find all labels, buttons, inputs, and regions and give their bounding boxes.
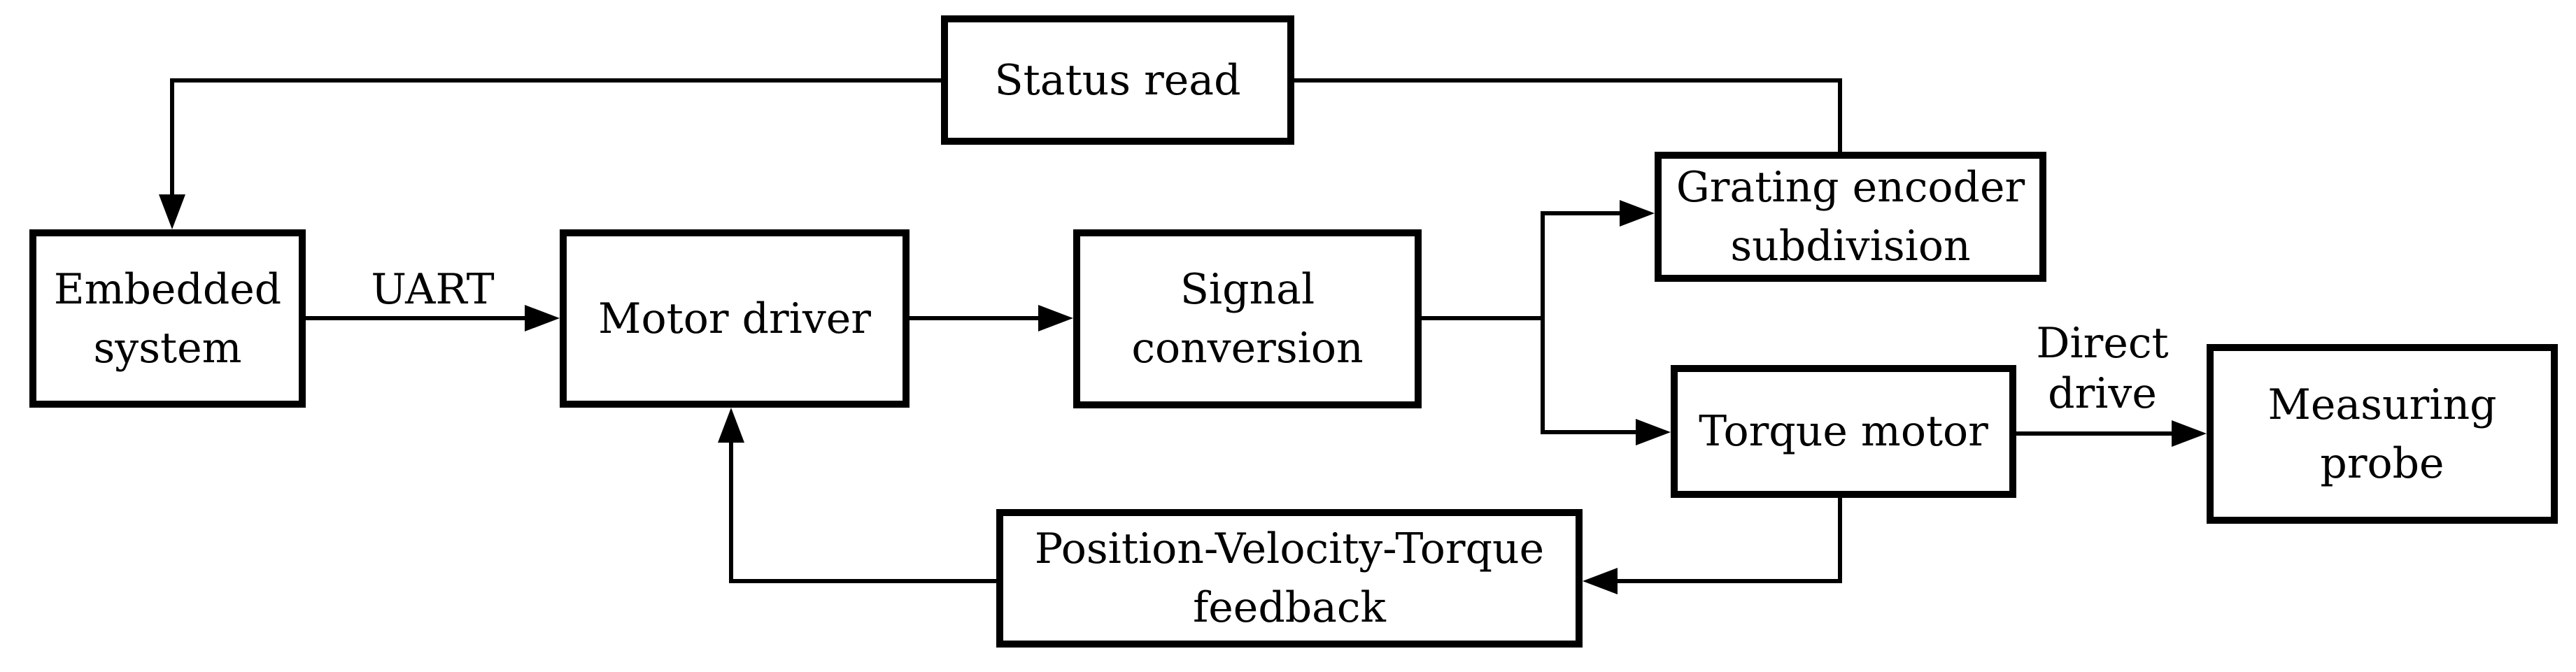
edge-status-to-embedded — [159, 78, 943, 229]
edge-embedded-to-motor — [304, 305, 560, 331]
node-position-velocity-torque-feedback-label: Position-Velocity-Torque feedback — [1034, 524, 1545, 632]
node-motor-driver: Motor driver — [560, 229, 910, 408]
node-embedded-system: Embedded system — [29, 229, 306, 408]
node-signal-conversion: Signal conversion — [1073, 229, 1422, 408]
arrowhead-right-signal — [1038, 305, 1073, 331]
arrowhead-right-measuring — [2172, 420, 2207, 447]
node-embedded-system-label: Embedded system — [53, 264, 282, 373]
node-grating-encoder-subdivision-label: Grating encoder subdivision — [1676, 163, 2025, 271]
arrowhead-down-embedded — [159, 194, 185, 229]
node-measuring-probe-label: Measuring probe — [2267, 380, 2497, 488]
edge-label-direct-drive: Direct drive — [2036, 319, 2169, 418]
edge-feedback-to-motor — [718, 408, 998, 583]
node-signal-conversion-label: Signal conversion — [1131, 265, 1364, 373]
node-measuring-probe: Measuring probe — [2207, 344, 2558, 524]
edge-signal-to-torque — [1541, 316, 1671, 445]
node-grating-encoder-subdivision: Grating encoder subdivision — [1655, 152, 2046, 282]
arrowhead-left-feedback — [1583, 568, 1618, 594]
edge-label-uart: UART — [371, 265, 495, 314]
edge-grating-to-status — [1292, 78, 1842, 154]
edge-signal-to-grating — [1420, 200, 1655, 320]
node-status-read-label: Status read — [994, 55, 1241, 105]
node-torque-motor-label: Torque motor — [1699, 407, 1988, 456]
edge-motor-to-signal — [907, 305, 1073, 331]
node-torque-motor: Torque motor — [1671, 365, 2016, 498]
node-motor-driver-label: Motor driver — [598, 294, 871, 343]
arrowhead-right-grating — [1620, 200, 1655, 227]
arrowhead-right-motor — [525, 305, 560, 331]
node-position-velocity-torque-feedback: Position-Velocity-Torque feedback — [996, 509, 1583, 648]
arrowhead-up-motor — [718, 408, 744, 443]
node-status-read: Status read — [941, 15, 1294, 145]
edge-torque-to-feedback — [1583, 496, 1842, 594]
arrowhead-right-torque — [1636, 419, 1671, 445]
edge-torque-to-measuring — [2014, 420, 2207, 447]
